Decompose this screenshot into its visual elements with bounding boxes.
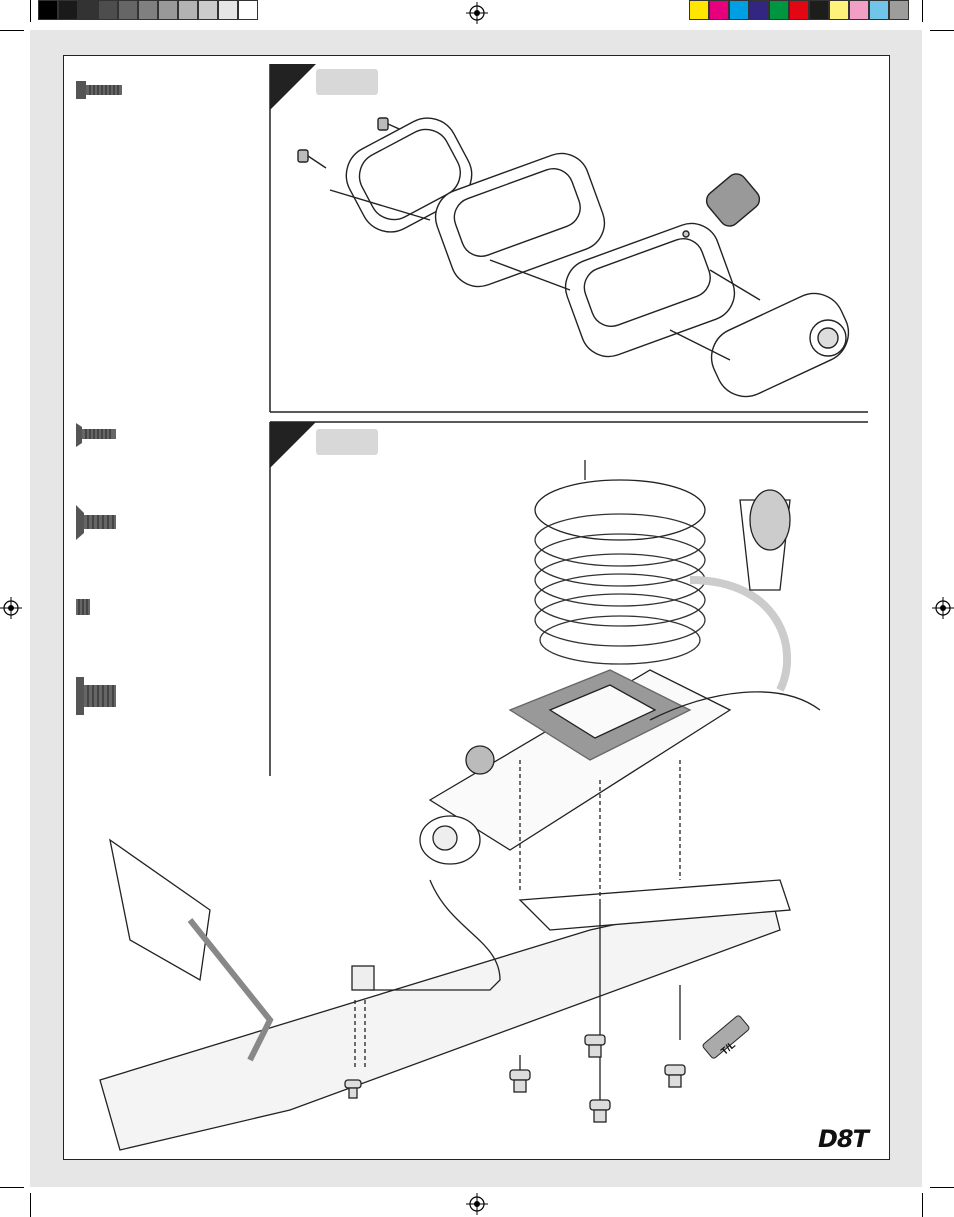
rear-shock-assembly — [739, 489, 791, 591]
color-swatch — [218, 0, 238, 20]
color-swatch — [709, 0, 729, 20]
engine-head — [534, 460, 706, 665]
screw-icon — [297, 149, 327, 169]
color-swatch — [98, 0, 118, 20]
color-swatch — [118, 0, 138, 20]
air-filter-exploded-diagram — [297, 117, 850, 398]
step-2-panel — [269, 421, 868, 776]
color-swatch — [869, 0, 889, 20]
color-swatch — [238, 0, 258, 20]
crop-mark — [0, 30, 24, 31]
clutch-bell — [465, 745, 495, 775]
set-screw-icon — [76, 599, 90, 615]
color-swatch — [769, 0, 789, 20]
button-head-screw-icon — [76, 677, 116, 715]
step-1-panel — [269, 64, 868, 413]
color-swatch — [689, 0, 709, 20]
step-corner-marker — [270, 422, 316, 468]
crop-mark — [30, 0, 31, 22]
thread-locker-tube-icon: T/L — [702, 1015, 750, 1059]
engine-mount-gasket — [508, 669, 692, 761]
registration-mark-left — [0, 597, 22, 619]
crop-mark — [922, 0, 923, 22]
crop-mark — [930, 30, 954, 31]
flat-head-screw-large-icon — [76, 505, 116, 540]
color-swatch — [198, 0, 218, 20]
color-swatch — [138, 0, 158, 20]
brand-wordmark: D8T — [818, 1125, 869, 1153]
screw-icon — [377, 117, 407, 133]
color-swatch — [38, 0, 58, 20]
crop-mark — [30, 1193, 31, 1217]
color-swatch — [729, 0, 749, 20]
crop-mark — [930, 1187, 954, 1188]
filter-housing — [710, 292, 850, 398]
registration-mark-right — [932, 597, 954, 619]
color-swatch — [809, 0, 829, 20]
foam-element — [434, 152, 606, 288]
throttle-linkage — [351, 879, 501, 991]
crop-mark — [922, 1193, 923, 1217]
cap-head-screw-icon — [76, 81, 122, 99]
color-swatch — [58, 0, 78, 20]
step-corner-marker — [270, 64, 316, 110]
front-shock-assembly — [109, 838, 274, 1062]
step-2-label — [316, 429, 378, 455]
color-swatch — [829, 0, 849, 20]
color-swatch — [749, 0, 769, 20]
registration-mark-top — [466, 2, 488, 24]
crop-mark — [0, 1187, 24, 1188]
engine-installation-diagram: T/L — [99, 460, 821, 1151]
color-swatch — [178, 0, 198, 20]
hardware-legend — [76, 81, 122, 715]
color-swatch — [78, 0, 98, 20]
filter-oil-bottle-icon — [682, 173, 761, 238]
color-swatch — [889, 0, 909, 20]
chassis-plate — [99, 879, 791, 1151]
grayscale-color-bar — [38, 0, 258, 22]
chassis-screw-icon — [344, 1034, 686, 1123]
process-color-bar — [689, 0, 909, 22]
color-swatch — [789, 0, 809, 20]
foam-element — [564, 222, 736, 358]
color-swatch — [849, 0, 869, 20]
flat-head-screw-icon — [76, 423, 116, 447]
exhaust-pipe — [649, 576, 821, 721]
registration-mark-bottom — [466, 1193, 488, 1215]
step-1-label — [316, 69, 378, 95]
color-swatch — [158, 0, 178, 20]
